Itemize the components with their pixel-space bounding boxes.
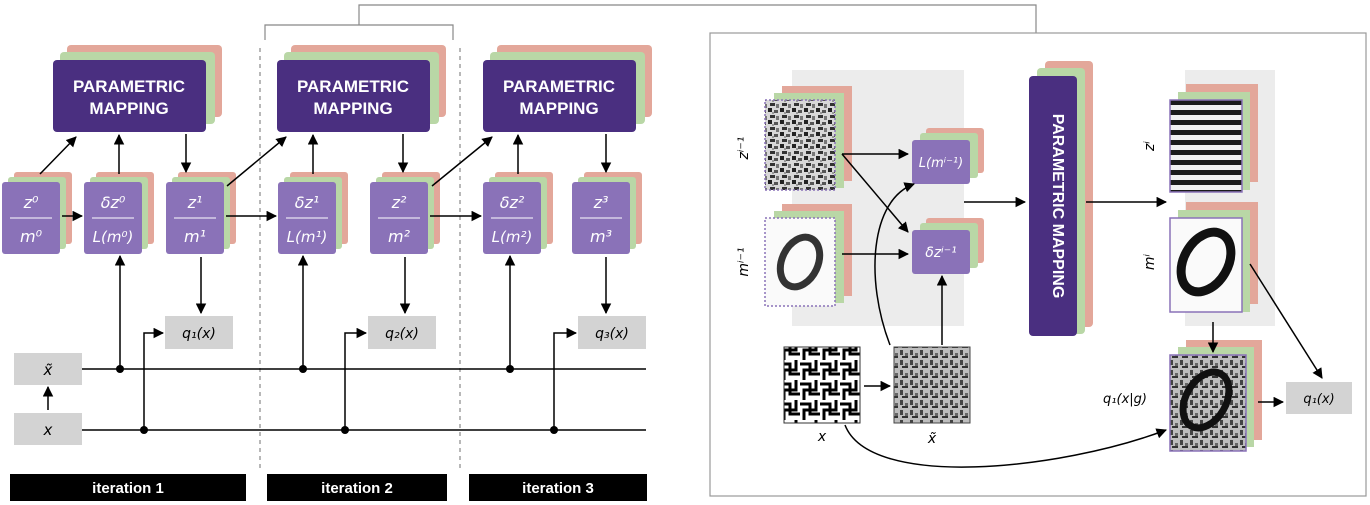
iteration-label-2: iteration 2 bbox=[321, 480, 393, 497]
label-m-i: mⁱ bbox=[1142, 253, 1158, 270]
box-dz: δzⁱ⁻¹ bbox=[912, 218, 984, 274]
output-q3-label: q₃(x) bbox=[595, 326, 629, 342]
card-lm1-bottom: L(m¹) bbox=[287, 228, 328, 246]
image-q-cond bbox=[1169, 340, 1262, 452]
bus-junctions bbox=[116, 365, 558, 434]
label-L-m: L(mⁱ⁻¹) bbox=[919, 156, 963, 171]
mapping-label-line1: PARAMETRIC bbox=[297, 77, 409, 96]
parametric-mapping-block-3: PARAMETRIC MAPPING bbox=[483, 45, 652, 132]
output-q1-label: q₁(x) bbox=[182, 326, 216, 342]
right-arrows bbox=[841, 148, 1323, 468]
mapping-label-line2: MAPPING bbox=[519, 99, 598, 118]
image-z-prev bbox=[764, 86, 852, 191]
zoom-bracket bbox=[264, 4, 1037, 40]
output-q3: q₃(x) bbox=[578, 316, 646, 349]
card-z1-top: z¹ bbox=[187, 193, 203, 212]
label-xtilde: x̃ bbox=[927, 431, 937, 447]
label-z-prev: zⁱ⁻¹ bbox=[736, 137, 752, 161]
image-m-i bbox=[1169, 202, 1258, 313]
output-q-right: q₁(x) bbox=[1286, 382, 1352, 414]
vertical-mapping-label: PARAMETRIC MAPPING bbox=[1049, 114, 1066, 299]
image-z-i bbox=[1169, 84, 1258, 193]
input-x: x bbox=[14, 413, 82, 445]
iteration-bar-3: iteration 3 bbox=[469, 474, 647, 501]
label-z-i: zⁱ bbox=[1142, 141, 1158, 152]
card-z0-top: z⁰ bbox=[23, 193, 39, 212]
card-z2-m2: z² m² bbox=[370, 172, 440, 254]
iteration-bar-1: iteration 1 bbox=[10, 474, 246, 501]
mapping-label-line2: MAPPING bbox=[89, 99, 168, 118]
mapping-label-line1: PARAMETRIC bbox=[503, 77, 615, 96]
card-z0-m0: z⁰ m⁰ bbox=[2, 172, 72, 254]
iteration-label-1: iteration 1 bbox=[92, 480, 164, 497]
input-xtilde: x̃ bbox=[14, 353, 82, 385]
card-z3-m3: z³ m³ bbox=[572, 172, 642, 254]
iteration-label-3: iteration 3 bbox=[522, 480, 594, 497]
input-x-label: x bbox=[43, 421, 53, 439]
card-m1-bottom: m¹ bbox=[184, 227, 206, 246]
output-q1: q₁(x) bbox=[165, 316, 233, 349]
card-dz0-top: δz⁰ bbox=[101, 193, 126, 212]
label-x: x bbox=[817, 429, 827, 445]
iteration-bar-2: iteration 2 bbox=[267, 474, 447, 501]
parametric-mapping-block-2: PARAMETRIC MAPPING bbox=[277, 45, 446, 132]
card-z1-m1: z¹ m¹ bbox=[166, 172, 236, 254]
vertical-mapping-block: PARAMETRIC MAPPING bbox=[1029, 61, 1093, 336]
card-lm0-bottom: L(m⁰) bbox=[93, 228, 134, 246]
label-q-out: q₁(x) bbox=[1303, 392, 1334, 407]
box-L-m: L(mⁱ⁻¹) bbox=[912, 128, 984, 184]
input-xtilde-label: x̃ bbox=[43, 361, 53, 379]
label-q-cond: q₁(x|g) bbox=[1103, 392, 1147, 407]
mapping-label-line1: PARAMETRIC bbox=[73, 77, 185, 96]
mapping-label-line2: MAPPING bbox=[313, 99, 392, 118]
label-m-prev: mⁱ⁻¹ bbox=[736, 247, 752, 276]
output-q2-label: q₂(x) bbox=[385, 326, 419, 342]
card-dz2-top: δz² bbox=[500, 193, 525, 212]
output-q2: q₂(x) bbox=[368, 316, 436, 349]
card-z2-top: z² bbox=[391, 193, 407, 212]
card-z3-top: z³ bbox=[593, 193, 609, 212]
image-xtilde bbox=[893, 346, 971, 424]
card-lm2-bottom: L(m²) bbox=[492, 228, 533, 246]
label-dz: δzⁱ⁻¹ bbox=[925, 245, 956, 261]
card-z0-bottom: m⁰ bbox=[20, 227, 43, 246]
parametric-mapping-block-1: PARAMETRIC MAPPING bbox=[53, 45, 222, 132]
card-dz1-lm1: δz¹ L(m¹) bbox=[278, 172, 348, 254]
card-dz1-top: δz¹ bbox=[295, 193, 320, 212]
image-m-prev bbox=[764, 204, 852, 307]
card-m3-bottom: m³ bbox=[590, 227, 612, 246]
card-dz2-lm2: δz² L(m²) bbox=[483, 172, 553, 254]
image-x bbox=[783, 346, 861, 424]
card-dz0-lm0: δz⁰ L(m⁰) bbox=[84, 172, 154, 254]
card-m2-bottom: m² bbox=[388, 227, 411, 246]
